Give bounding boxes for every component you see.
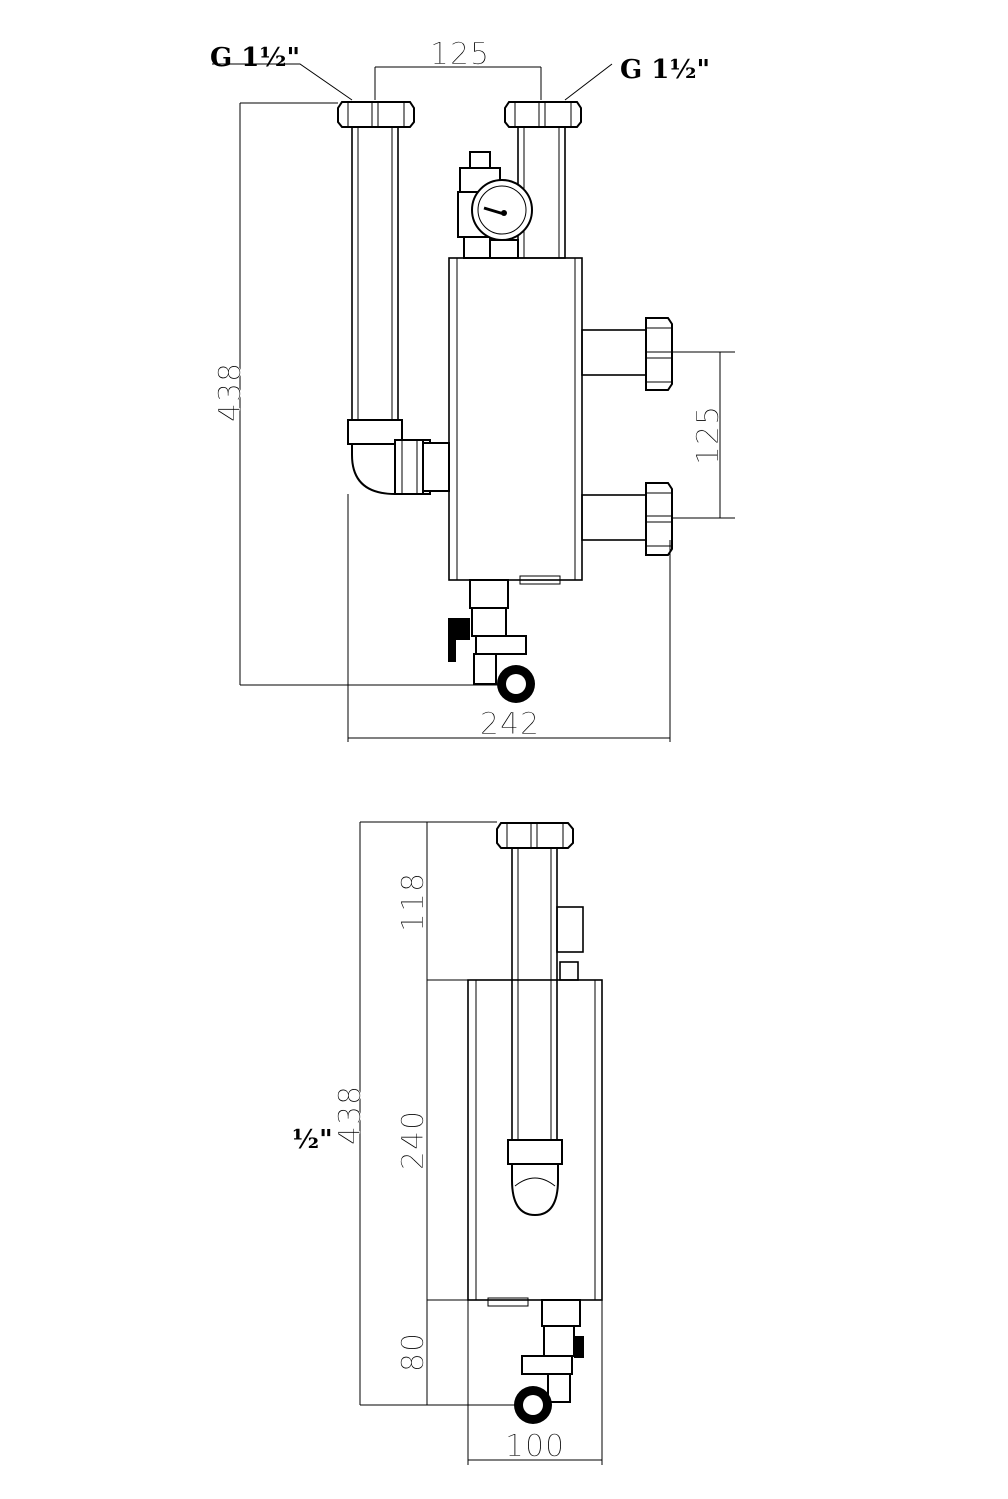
dim-side-bottom: 80 <box>396 1332 431 1372</box>
thread-label-right: G 1½" <box>620 55 710 85</box>
right-top-nut <box>504 101 582 128</box>
pressure-gauge <box>471 179 533 241</box>
dim-side-width: 100 <box>505 1429 565 1464</box>
left-top-nut <box>337 101 415 128</box>
separator-body <box>448 257 583 581</box>
side-drain-valve <box>514 1299 584 1424</box>
dimension-lines <box>212 63 735 742</box>
drain-valve <box>448 579 535 703</box>
left-pipe <box>351 126 399 426</box>
side-view: 438 118 240 80 100 ½" <box>292 821 603 1465</box>
outlet-upper <box>581 317 673 391</box>
dim-outlet-spacing: 125 <box>691 405 726 465</box>
side-pipe <box>511 847 558 1141</box>
dim-front-height: 438 <box>213 362 248 422</box>
thread-label-left: G 1½" <box>210 43 300 73</box>
outlet-lower <box>581 482 673 556</box>
front-view: 125 438 125 242 G 1½" G 1½" <box>210 37 735 742</box>
dim-top-spacing: 125 <box>430 37 490 72</box>
side-dimension-lines <box>359 821 603 1465</box>
side-elbow <box>507 1139 563 1217</box>
dim-side-top: 118 <box>396 872 431 932</box>
dim-side-body: 240 <box>396 1110 431 1170</box>
dim-side-height: 438 <box>333 1085 368 1145</box>
dim-front-width: 242 <box>480 707 540 742</box>
thread-label-partial: ½" <box>292 1125 333 1155</box>
side-top-nut <box>496 822 574 849</box>
elbow-fitting <box>347 419 450 495</box>
side-body <box>467 979 603 1301</box>
